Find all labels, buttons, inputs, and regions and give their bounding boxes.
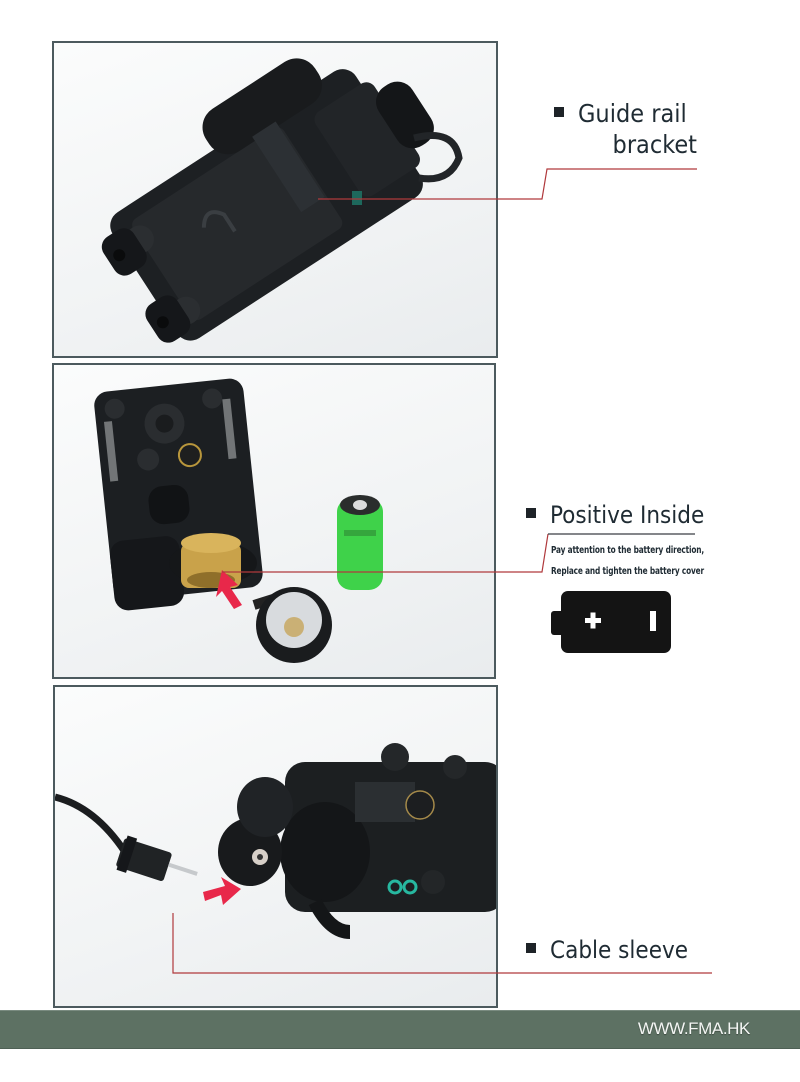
photo-panel-battery bbox=[52, 363, 496, 679]
bullet-square-icon bbox=[526, 943, 536, 953]
callout-positive-inside: Positive Inside bbox=[526, 500, 704, 530]
battery-compartment-illustration bbox=[94, 378, 383, 663]
photo-panel-cable bbox=[53, 685, 498, 1008]
insert-arrow bbox=[216, 570, 242, 609]
callout-title: Positive Inside bbox=[550, 501, 705, 529]
footer-website-url: WWW.FMA.HK bbox=[637, 1019, 751, 1038]
plug-arrow bbox=[203, 877, 241, 905]
callout-guide-rail: Guide rail bracket bbox=[554, 98, 697, 160]
callout-note-direction: Pay attention to the battery direction, bbox=[551, 545, 704, 556]
footer-band: WWW.FMA.HK bbox=[0, 1010, 800, 1049]
photo-panel-guide-rail bbox=[52, 41, 498, 358]
bullet-square-icon bbox=[554, 107, 564, 117]
callout-title-line2: bracket bbox=[612, 130, 697, 159]
callout-title: Cable sleeve bbox=[550, 936, 689, 964]
callout-cable-sleeve: Cable sleeve bbox=[526, 935, 688, 965]
callout-title-line1: Guide rail bbox=[578, 99, 687, 128]
device-top-view-illustration bbox=[101, 58, 463, 343]
callout-note-cover: Replace and tighten the battery cover bbox=[551, 566, 704, 577]
battery-icon bbox=[551, 591, 671, 653]
bullet-square-icon bbox=[526, 508, 536, 518]
cable-plug-illustration bbox=[55, 743, 496, 939]
